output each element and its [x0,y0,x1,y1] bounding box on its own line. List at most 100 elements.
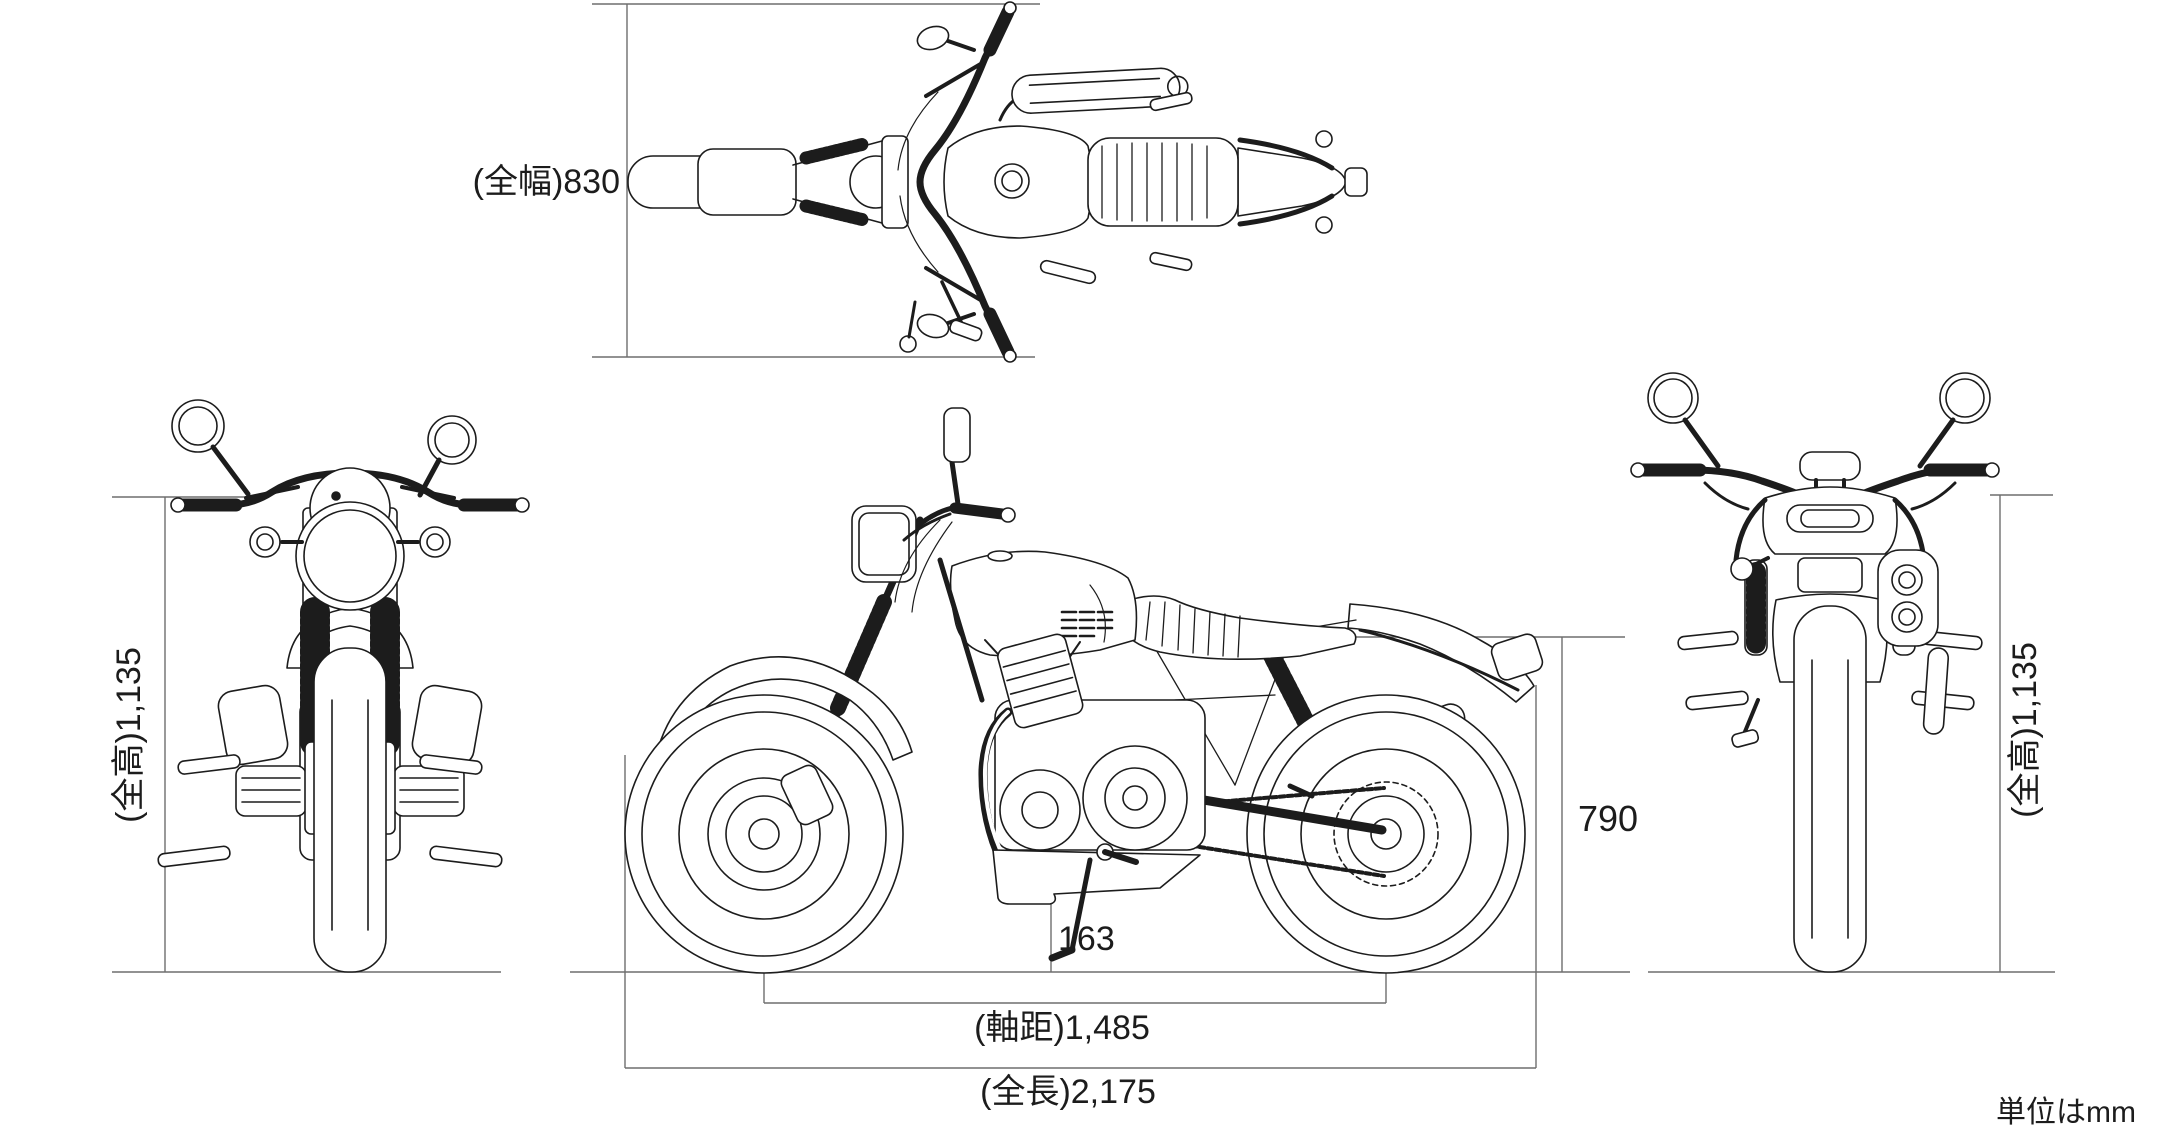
top-muffler [1011,67,1189,114]
rear-mirror-right [1939,372,1991,424]
rear-mirror-left [1647,372,1699,424]
front-turn-signal-right-lens [426,533,444,551]
front-mirror-stem-right [417,457,442,498]
top-grab-rail-right [1237,137,1335,171]
side-front-fender [651,656,913,785]
top-grip-left [983,307,1015,359]
side-clutch-cover-hub [1122,785,1148,811]
side-shock-spring [1261,643,1315,731]
rear-signal-stem-left [1750,556,1770,568]
rear-view-motorcycle [1630,372,2000,973]
side-grip [949,502,1008,520]
top-gas-cap [994,163,1030,199]
rear-exhaust-downpipe [1922,647,1950,735]
overall-length-label: (全長)2,175 [980,1073,1156,1111]
rear-taillight [1786,504,1874,533]
side-rear-wheel [1246,694,1526,974]
top-front-fender [697,148,797,216]
side-gas-cap [987,550,1013,562]
rear-footpeg-left [1677,630,1739,651]
front-side-cover-left [217,684,289,766]
side-brake-lever [902,512,952,542]
rear-bar-end-left [1630,462,1646,478]
top-brake-pedal [940,280,966,330]
side-tank-vent-grille [1060,610,1114,638]
top-grab-rail-left [1237,193,1335,227]
overall-height-label-left: (全高)1,135 [110,647,148,823]
front-mirror-left-glass [178,406,218,446]
unit-note: 単位はmm [1996,1096,2136,1129]
top-bar-end-left [1003,349,1017,363]
side-riser [917,505,955,527]
front-turn-signal-right [419,526,451,558]
front-shift-lever [157,845,231,868]
top-passenger-peg-right [1149,91,1193,112]
top-brake-lever [924,60,986,98]
side-fuel-tank [949,550,1138,658]
top-gas-cap-inner [1001,170,1023,192]
rear-muffler-outlet-bottom [1891,601,1923,633]
top-turn-signal-right [1315,130,1333,148]
rear-turn-signal-left [1730,557,1754,581]
top-cable-1 [897,91,939,171]
top-handlebar [916,8,1012,356]
front-cowl-dot [331,491,341,501]
side-bar-end [1000,507,1016,523]
side-clutch-cover-inner [1104,767,1166,829]
side-view-motorcycle [624,407,1544,974]
side-mirror-stem [949,459,961,507]
side-fender-stay [1358,628,1520,692]
rear-taillight-lens [1800,509,1860,528]
rear-license-plate [1797,557,1863,593]
top-mirror-left [916,313,950,339]
side-chain-bottom [1166,840,1386,878]
top-cable-2 [899,195,939,273]
ground-clearance-label: 163 [1058,920,1115,958]
front-mirror-right-glass [434,422,470,458]
top-fork-gaiter-left [799,199,871,227]
side-cable-1 [894,519,941,603]
front-footpeg-left [177,754,241,775]
front-bar-end-left [170,497,186,513]
side-brake-caliper [780,764,834,826]
rear-mirror-stem-left [1682,417,1721,469]
seat-height-label: 790 [1578,798,1638,839]
rear-lever-right [1910,481,1957,511]
rear-mirror-left-glass [1653,378,1693,418]
side-bash-plate [992,849,1201,905]
rear-muffler-outlet-top [1891,564,1923,596]
front-brake-lever [400,485,456,500]
rear-lever-left [1703,481,1750,511]
front-clutch-lever [244,485,300,500]
side-seat-ribs [1145,601,1241,658]
top-bar-end-right [1003,1,1017,15]
top-kickstand-foot [899,335,917,353]
front-brake-pedal [429,845,503,868]
overall-height-label-right: (全高)1,135 [2006,642,2044,818]
rear-passenger-peg-left [1685,690,1749,711]
side-downtube [937,557,985,703]
side-kickstand [1069,857,1093,953]
top-view-motorcycle [627,1,1368,363]
top-kickstand [907,300,917,339]
side-stator-cover [999,769,1081,851]
top-mirror-stem-right [946,39,976,52]
front-tire [313,647,387,973]
side-clutch-cover [1082,745,1188,851]
wheelbase-label: (軸距)1,485 [974,1009,1150,1047]
top-seat [1087,137,1239,227]
rear-tire [1793,605,1867,973]
top-footpeg-left [1039,259,1097,285]
front-turn-signal-left [249,526,281,558]
front-bar-end-right [514,497,530,513]
side-headlight-rim [858,512,910,576]
top-pedal-pad [949,319,983,342]
top-turn-signal-left [1315,216,1333,234]
front-view-motorcycle [157,399,530,973]
overall-width-label: (全幅)830 [473,163,620,201]
side-mirror [943,407,971,463]
rear-kickstand-foot [1731,729,1760,748]
top-clutch-lever [924,266,986,304]
